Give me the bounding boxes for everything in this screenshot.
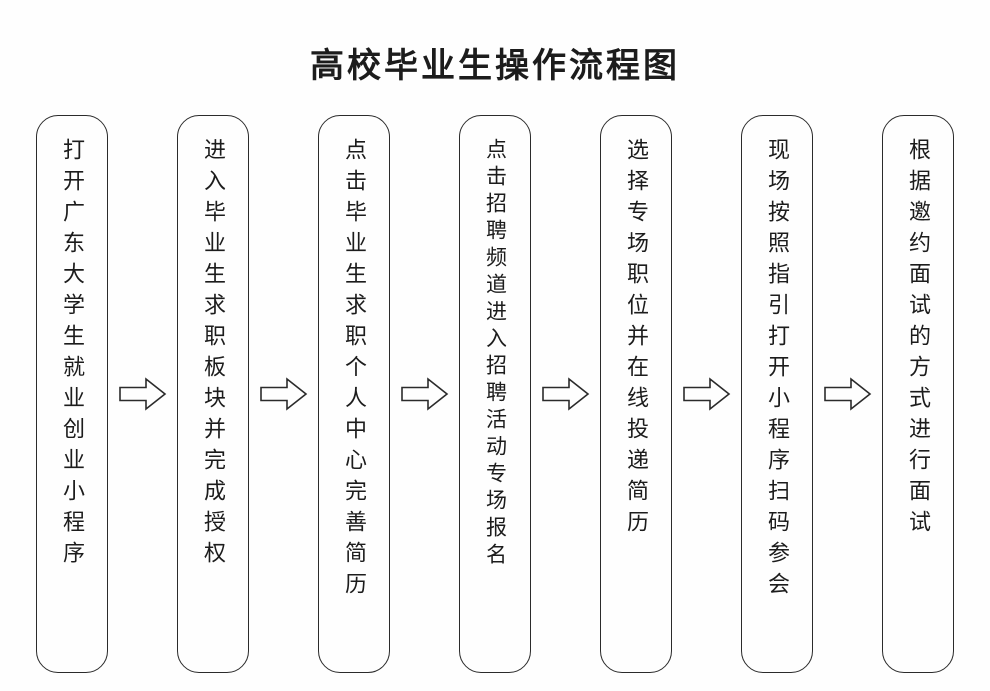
flow-step-label: 进入毕业生求职板块并完成授权 bbox=[201, 138, 226, 572]
arrow-gap bbox=[672, 115, 741, 673]
arrow-gap bbox=[531, 115, 600, 673]
flow-step-label: 选择专场职位并在线投递简历 bbox=[624, 138, 649, 541]
page-title: 高校毕业生操作流程图 bbox=[310, 48, 680, 85]
flow-step-5: 选择专场职位并在线投递简历 bbox=[600, 115, 672, 673]
arrow-right-icon bbox=[118, 377, 167, 411]
flowchart: 打开广东大学生就业创业小程序 进入毕业生求职板块并完成授权 点击毕业生求职个人中… bbox=[0, 115, 990, 673]
arrow-right-icon bbox=[823, 377, 872, 411]
arrow-right-icon bbox=[259, 377, 308, 411]
flow-step-label: 点击毕业生求职个人中心完善简历 bbox=[342, 138, 367, 603]
flow-step-label: 点击招聘频道进入招聘活动专场报名 bbox=[483, 138, 508, 570]
flow-step-6: 现场按照指引打开小程序扫码参会 bbox=[741, 115, 813, 673]
arrow-gap bbox=[813, 115, 882, 673]
flow-step-2: 进入毕业生求职板块并完成授权 bbox=[177, 115, 249, 673]
arrow-right-icon bbox=[400, 377, 449, 411]
flow-step-3: 点击毕业生求职个人中心完善简历 bbox=[318, 115, 390, 673]
flow-step-1: 打开广东大学生就业创业小程序 bbox=[36, 115, 108, 673]
flow-step-7: 根据邀约面试的方式进行面试 bbox=[882, 115, 954, 673]
arrow-gap bbox=[249, 115, 318, 673]
arrow-right-icon bbox=[682, 377, 731, 411]
arrow-right-icon bbox=[541, 377, 590, 411]
flow-step-label: 根据邀约面试的方式进行面试 bbox=[906, 138, 931, 541]
flow-step-label: 打开广东大学生就业创业小程序 bbox=[60, 138, 85, 572]
arrow-gap bbox=[108, 115, 177, 673]
flow-step-4: 点击招聘频道进入招聘活动专场报名 bbox=[459, 115, 531, 673]
flow-step-label: 现场按照指引打开小程序扫码参会 bbox=[765, 138, 790, 603]
arrow-gap bbox=[390, 115, 459, 673]
